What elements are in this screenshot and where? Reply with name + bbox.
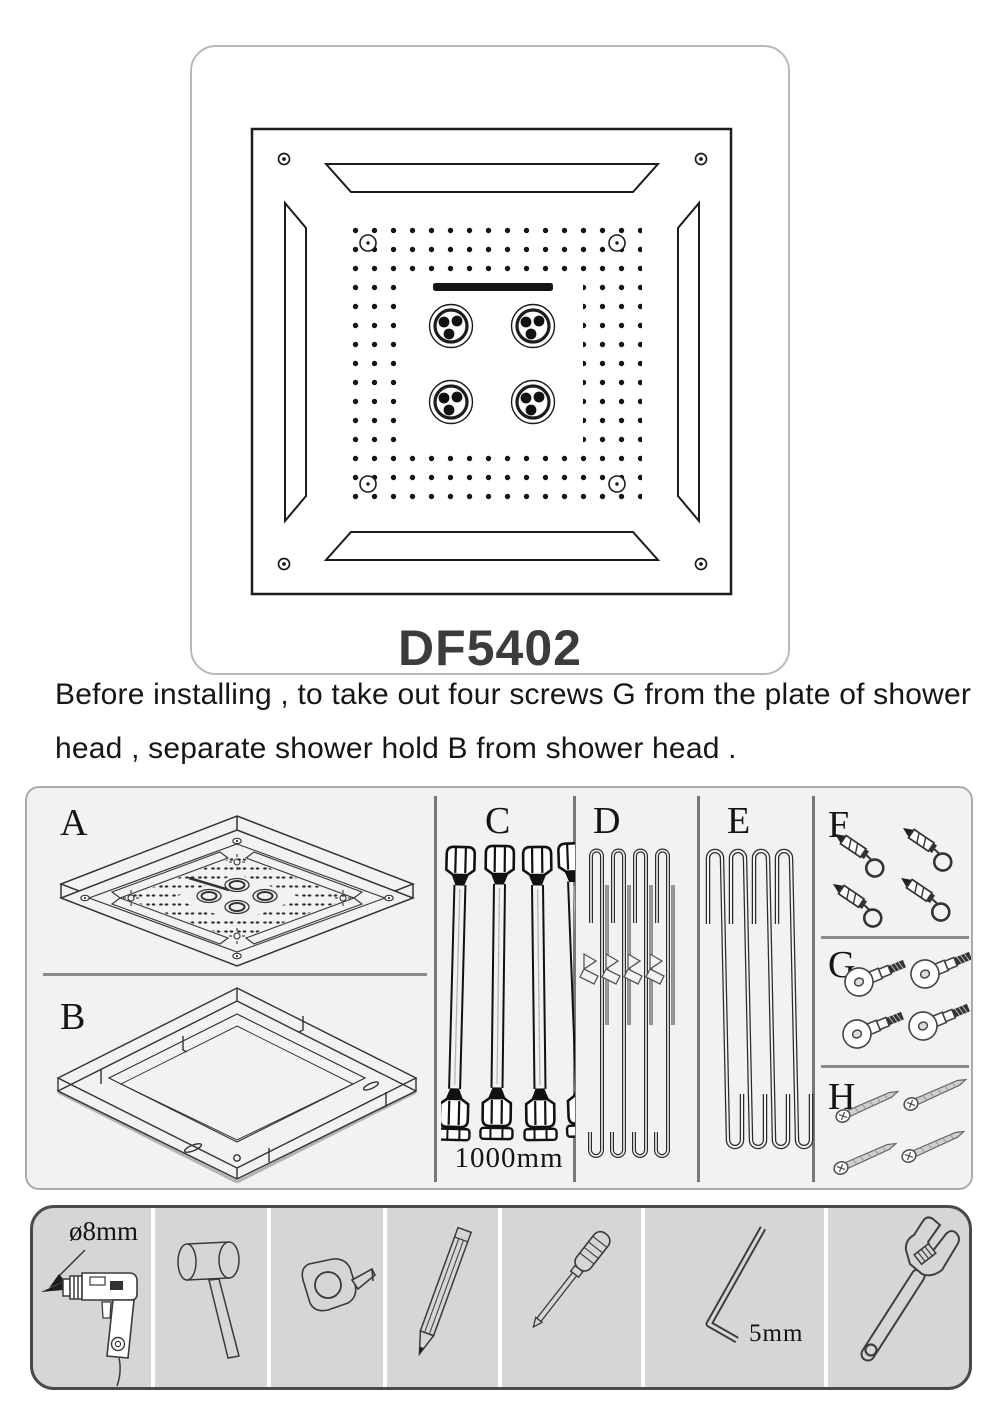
divider <box>573 796 576 1182</box>
bolt-item <box>842 1011 904 1049</box>
eyebolt-item <box>833 884 883 928</box>
part-f-anchor-eyebolts-drawing <box>833 828 953 928</box>
hook-rod-item <box>579 848 609 1158</box>
eyebolt-item <box>835 834 885 878</box>
part-b-frame-drawing <box>56 987 418 1184</box>
part-label-f: F <box>828 804 850 846</box>
part-label-e: E <box>727 800 751 842</box>
divider <box>821 936 969 939</box>
divider <box>43 973 427 976</box>
frame-clips <box>100 1016 387 1162</box>
instruction-line-2: head , separate shower hold B from showe… <box>55 732 737 765</box>
parts-grid: A B C D E F G H <box>25 786 973 1190</box>
jet-nozzles <box>188 876 278 915</box>
hook-rod-item <box>623 848 653 1158</box>
body-jets <box>428 303 556 425</box>
part-h-screws-drawing <box>833 1078 968 1175</box>
part-label-c: C <box>485 800 511 842</box>
part-g-bolts-drawing <box>842 951 971 1049</box>
hex-key-size-label: 5mm <box>749 1320 804 1347</box>
hook-item <box>751 848 791 1150</box>
tool-cell-wrench <box>828 1208 966 1387</box>
screw-item <box>901 1130 966 1163</box>
hook-rod-item <box>645 848 675 1158</box>
drill-icon <box>41 1249 138 1387</box>
bolt-item <box>844 959 906 997</box>
cross-nozzles <box>123 854 351 944</box>
bolt-item <box>910 951 971 989</box>
eyebolt-item <box>901 878 951 922</box>
eyebolt-item <box>903 828 953 872</box>
screw-item <box>835 1090 900 1123</box>
part-label-a: A <box>60 802 88 844</box>
hose-length-label: 1000mm <box>454 1142 564 1174</box>
screw-item <box>833 1142 898 1175</box>
shower-plate-top-view-drawing <box>250 127 733 596</box>
divider <box>434 796 437 1182</box>
shower-head-diagram-card: DF5402 <box>190 45 790 676</box>
waterfall-slot <box>433 283 553 291</box>
part-e-hooks-drawing <box>705 848 814 1150</box>
divider <box>812 796 815 1182</box>
part-label-d: D <box>593 800 621 842</box>
hook-item <box>728 848 768 1150</box>
divider <box>821 1065 969 1068</box>
part-c-hoses-drawing <box>441 841 575 1142</box>
adjustable-wrench-icon <box>860 1216 960 1362</box>
instruction-line-1: Before installing , to take out four scr… <box>55 678 972 711</box>
bolt-item <box>908 1003 970 1041</box>
hook-rod-item <box>601 848 631 1158</box>
model-number: DF5402 <box>398 620 582 676</box>
tool-cell-screwdriver <box>502 1208 645 1387</box>
corner-screws <box>80 837 394 960</box>
screw-item <box>903 1078 968 1111</box>
drill-diameter-label: ø8mm <box>69 1216 139 1246</box>
hex-key-icon <box>705 1226 767 1344</box>
part-d-hook-rods-drawing <box>579 848 675 1158</box>
tool-cell-pencil <box>387 1208 502 1387</box>
tool-cell-hex-key: 5mm <box>645 1208 828 1387</box>
screwdriver-icon <box>532 1230 611 1329</box>
pencil-icon <box>418 1226 473 1357</box>
tool-cell-tape-measure <box>271 1208 387 1387</box>
part-label-b: B <box>60 996 86 1038</box>
fixing-holes <box>359 234 626 493</box>
tool-cell-drill: ø8mm <box>33 1208 155 1387</box>
part-a-shower-head-drawing <box>58 815 416 967</box>
tool-cell-mallet <box>155 1208 271 1387</box>
mallet-icon <box>177 1241 240 1359</box>
corner-screws <box>277 152 708 571</box>
hook-item <box>705 848 745 1150</box>
divider <box>697 796 700 1182</box>
tools-bar: ø8mm <box>30 1205 972 1390</box>
tape-measure-icon <box>301 1258 377 1312</box>
hook-item <box>774 848 814 1150</box>
edge-vents <box>284 163 700 561</box>
